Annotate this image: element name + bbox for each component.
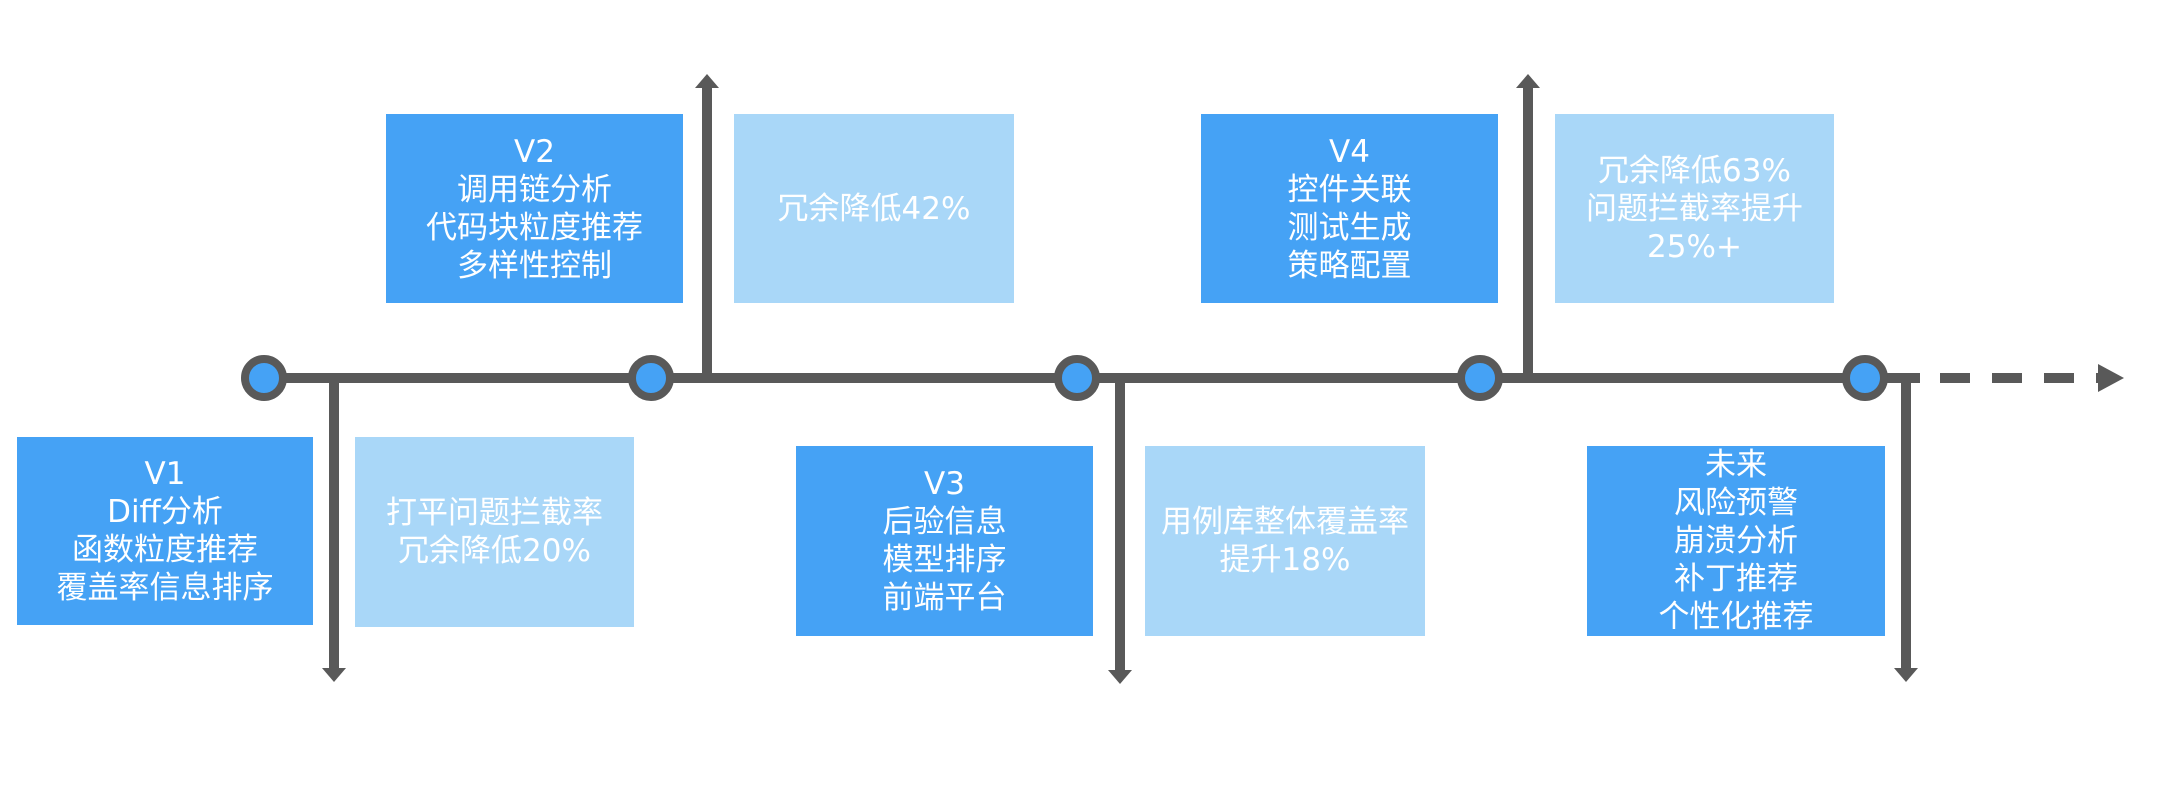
milestone-line: 风险预警 — [1674, 485, 1798, 521]
milestone-box-future: 未来 风险预警 崩溃分析 补丁推荐 个性化推荐 — [1587, 446, 1885, 636]
result-box-v2: 冗余降低42% — [734, 114, 1014, 303]
result-line: 问题拦截率提升 — [1586, 190, 1803, 227]
milestone-line: 补丁推荐 — [1674, 561, 1798, 597]
milestone-line: V1 — [144, 456, 186, 492]
milestone-line: 未来 — [1705, 447, 1767, 483]
milestone-line: 崩溃分析 — [1674, 523, 1798, 559]
node-v2 — [628, 355, 674, 401]
result-line: 冗余降低42% — [777, 190, 971, 227]
milestone-line: 多样性控制 — [457, 247, 612, 284]
milestone-box-v4: V4 控件关联 测试生成 策略配置 — [1201, 114, 1498, 303]
arrow-down-v3 — [1108, 670, 1132, 684]
arrow-down-future — [1894, 668, 1918, 682]
milestone-line: 测试生成 — [1287, 209, 1412, 246]
arrow-down-v1 — [322, 668, 346, 682]
milestone-line: 控件关联 — [1287, 171, 1412, 208]
milestone-box-v1: V1 Diff分析 函数粒度推荐 覆盖率信息排序 — [17, 437, 313, 625]
node-v1 — [241, 355, 287, 401]
node-v3 — [1054, 355, 1100, 401]
milestone-line: 策略配置 — [1287, 247, 1412, 284]
milestone-line: 个性化推荐 — [1658, 599, 1814, 635]
result-line: 冗余降低63% — [1598, 152, 1791, 189]
milestone-line: V4 — [1329, 133, 1370, 170]
milestone-line: 函数粒度推荐 — [72, 532, 258, 568]
result-line: 冗余降低20% — [398, 533, 591, 569]
result-line: 用例库整体覆盖率 — [1161, 504, 1409, 540]
node-future — [1842, 355, 1888, 401]
milestone-line: 后验信息 — [882, 504, 1007, 540]
milestone-line: 前端平台 — [882, 580, 1007, 616]
milestone-line: Diff分析 — [107, 494, 223, 530]
timeline-arrowhead — [2098, 364, 2124, 392]
milestone-line: 调用链分析 — [457, 171, 612, 208]
result-box-v4: 冗余降低63% 问题拦截率提升 25%+ — [1555, 114, 1834, 303]
result-line: 25%+ — [1647, 228, 1742, 265]
milestone-box-v3: V3 后验信息 模型排序 前端平台 — [796, 446, 1093, 636]
milestone-line: 模型排序 — [882, 542, 1007, 578]
milestone-line: V3 — [924, 466, 965, 502]
result-line: 提升18% — [1219, 542, 1351, 578]
milestone-box-v2: V2 调用链分析 代码块粒度推荐 多样性控制 — [386, 114, 683, 303]
result-line: 打平问题拦截率 — [386, 495, 603, 531]
result-box-v1: 打平问题拦截率 冗余降低20% — [355, 437, 634, 627]
result-box-v3: 用例库整体覆盖率 提升18% — [1145, 446, 1425, 636]
milestone-line: V2 — [514, 133, 555, 170]
arrow-up-v2 — [695, 74, 719, 88]
milestone-line: 代码块粒度推荐 — [426, 209, 643, 246]
milestone-line: 覆盖率信息排序 — [56, 570, 274, 606]
arrow-up-v4 — [1516, 74, 1540, 88]
node-v4 — [1457, 355, 1503, 401]
